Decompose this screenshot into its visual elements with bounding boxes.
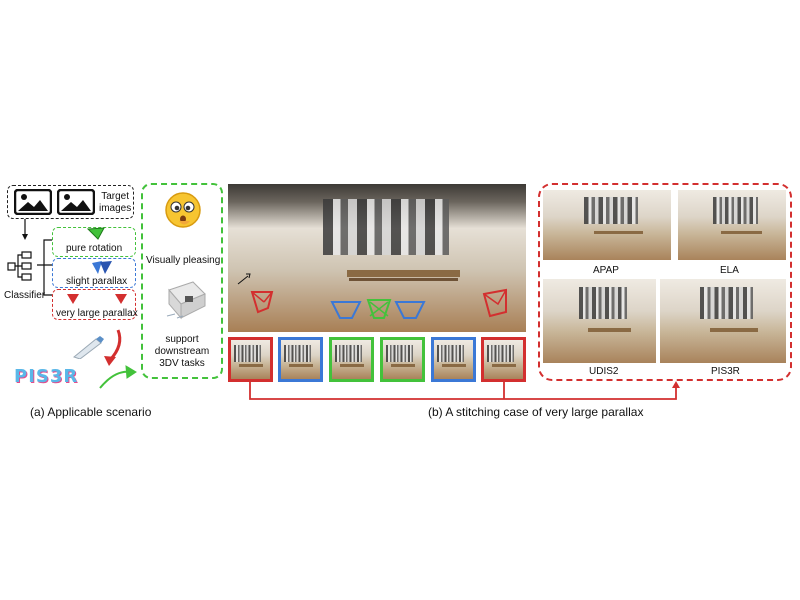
pis3r-logo: PIS3R (14, 366, 79, 387)
thumbnail (228, 337, 273, 382)
result-label: PIS3R (711, 366, 740, 377)
caption-a: (a) Applicable scenario (30, 405, 152, 419)
result-label: ELA (720, 265, 739, 276)
camera-icon (86, 227, 106, 246)
classifier-label: Classifier (4, 290, 46, 301)
result-label: UDIS2 (589, 366, 619, 377)
thumbnail (278, 337, 323, 382)
slight-parallax-box (52, 258, 136, 288)
results-box (538, 183, 792, 381)
caption-b: (b) A stitching case of very large paral… (428, 405, 644, 419)
result-image-ela (678, 190, 786, 260)
branch-label: pure rotation (66, 243, 123, 254)
camera-icon (66, 292, 80, 310)
camera-frustums (237, 273, 507, 319)
visually-pleasing-label: Visually pleasing (146, 255, 221, 266)
branch-label: very large parallax (56, 308, 138, 319)
thumbnail (329, 337, 374, 382)
flow-connectors (7, 219, 137, 389)
branch-label: slight parallax (66, 276, 128, 287)
3d-scene-icon (163, 280, 207, 327)
camera-icon (114, 292, 128, 310)
target-images-box (7, 185, 134, 219)
target-images-label: Target images (99, 191, 132, 214)
image-icon (13, 188, 53, 216)
result-image-pis3r (660, 279, 786, 363)
very-large-parallax-box (52, 289, 136, 320)
panorama-image (228, 184, 526, 332)
result-image-udis2 (543, 279, 656, 363)
result-label: APAP (593, 265, 619, 276)
thumbnail (431, 337, 476, 382)
pure-rotation-box (52, 227, 136, 257)
pen-icon (70, 335, 106, 364)
thumbnail (481, 337, 526, 382)
support-label: support downstream 3DV tasks (154, 334, 210, 369)
outcome-box (141, 183, 223, 379)
image-icon (56, 188, 96, 216)
thumbnail (380, 337, 425, 382)
result-image-apap (543, 190, 671, 260)
thinking-face-icon (163, 190, 203, 235)
camera-icon (90, 260, 114, 281)
